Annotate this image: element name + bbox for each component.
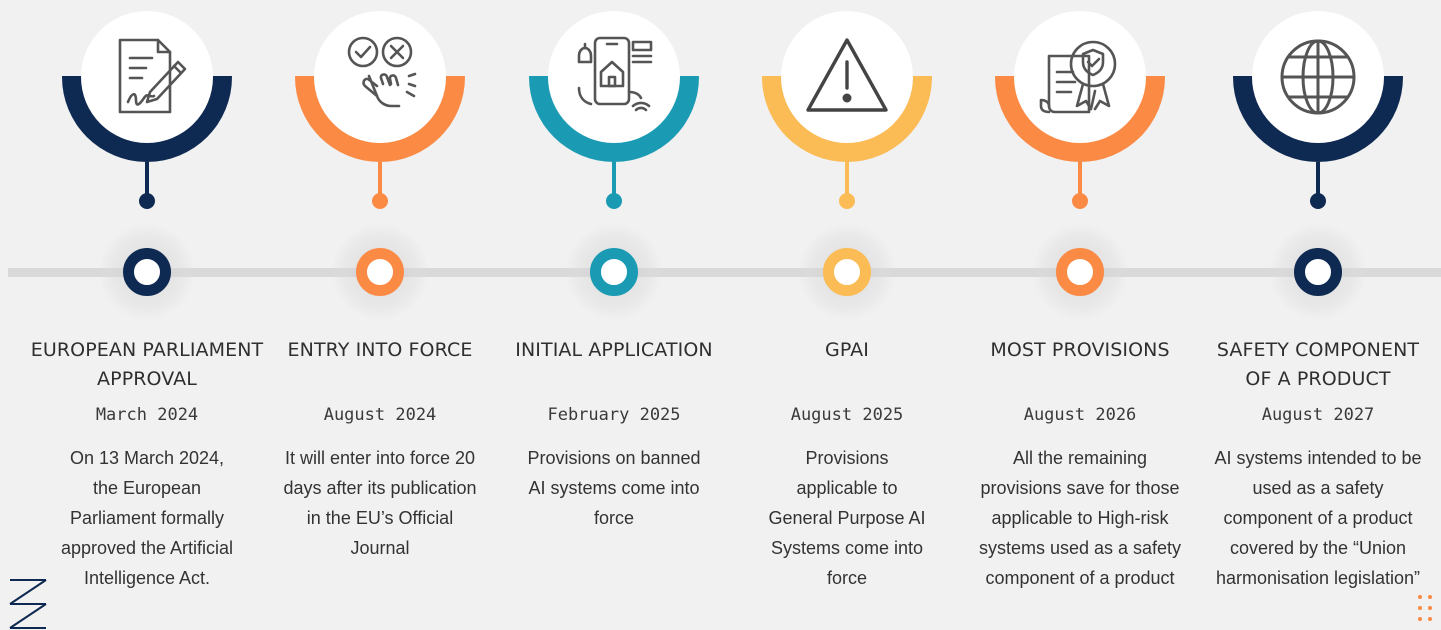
connector-stem: [1316, 162, 1320, 196]
warning-triangle-icon: [806, 38, 888, 112]
milestone-title: EUROPEAN PARLIAMENT APPROVAL: [30, 339, 264, 390]
timeline-marker: [590, 248, 638, 296]
connector-stem: [1078, 162, 1082, 196]
milestone-description: It will enter into force 20 days after i…: [283, 448, 477, 558]
milestone-description: On 13 March 2024, the European Parliamen…: [60, 448, 234, 588]
milestone-date: August 2027: [1261, 405, 1375, 425]
milestone-title: SAFETY COMPONENT OF A PRODUCT: [1216, 339, 1420, 390]
icon-disc: [1014, 11, 1146, 143]
timeline-marker: [123, 248, 171, 296]
approve-reject-choice-icon: [347, 36, 417, 108]
connector-stem: [145, 162, 149, 196]
connector-dot: [606, 193, 622, 209]
milestone-title: INITIAL APPLICATION: [515, 339, 713, 361]
milestone-title: GPAI: [825, 339, 869, 361]
diagonal-lines-decoration: [9, 579, 47, 629]
milestone-date: February 2025: [547, 405, 681, 425]
milestone-title: ENTRY INTO FORCE: [287, 339, 473, 361]
timeline-marker: [823, 248, 871, 296]
timeline-marker: [356, 248, 404, 296]
globe-icon: [1280, 39, 1356, 115]
connector-dot: [1072, 193, 1088, 209]
connector-dot: [839, 193, 855, 209]
connector-stem: [845, 162, 849, 196]
icon-disc: [81, 11, 213, 143]
milestone-date: August 2025: [790, 405, 904, 425]
milestone-date: August 2026: [1023, 405, 1137, 425]
milestone-date: August 2024: [323, 405, 437, 425]
milestone-description: Provisions on banned AI systems come int…: [527, 448, 701, 528]
milestone-description: Provisions applicable to General Purpose…: [768, 448, 926, 588]
timeline-line: [8, 268, 1441, 277]
milestone-title: MOST PROVISIONS: [990, 339, 1170, 361]
smart-home-phone-icon: [577, 36, 653, 112]
connector-stem: [378, 162, 382, 196]
milestone-description: AI systems intended to be used as a safe…: [1214, 448, 1422, 588]
milestone-description: All the remaining provisions save for th…: [978, 448, 1182, 588]
connector-dot: [139, 193, 155, 209]
timeline-marker: [1294, 248, 1342, 296]
milestone-date: March 2024: [95, 405, 199, 425]
connector-dot: [372, 193, 388, 209]
certificate-shield-icon: [1039, 40, 1117, 114]
signed-document-icon: [118, 38, 187, 114]
connector-dot: [1310, 193, 1326, 209]
dot-grid-decoration: [1418, 595, 1432, 621]
connector-stem: [612, 162, 616, 196]
timeline-marker: [1056, 248, 1104, 296]
